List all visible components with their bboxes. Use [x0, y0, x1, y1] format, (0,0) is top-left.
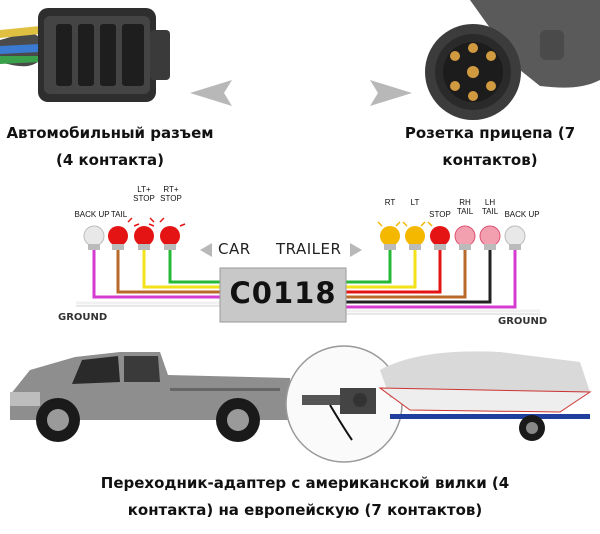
- trailer-connector-caption: Розетка прицепа (7 контактов): [404, 124, 576, 169]
- trailer-lamp-label-lt: LT: [410, 198, 420, 207]
- wire-trailer-lh-tail: [344, 248, 492, 304]
- hitch-closeup-image: [285, 345, 403, 463]
- arrow-left-icon: [190, 80, 232, 106]
- car-lamp-label-tail: TAIL: [110, 210, 128, 219]
- footer-caption: Переходник-адаптер с американской вилки …: [100, 474, 510, 519]
- trailer-7pin-socket-image: [425, 0, 600, 120]
- wire-trailer-rt: [344, 248, 392, 284]
- adapter-box: [219, 267, 347, 323]
- wire-car-tail: [116, 248, 222, 294]
- trailer-lamp-label-lh-tail: LH TAIL: [481, 198, 499, 216]
- car-lamp-label-backup: BACK UP: [74, 210, 110, 219]
- wire-trailer-stop: [344, 248, 442, 294]
- wire-car-rt-stop: [168, 248, 222, 284]
- trailer-lamps: [377, 221, 526, 250]
- car-connector-caption: Автомобильный разъем (4 контакта): [6, 124, 214, 169]
- car-lamp-label-rt-stop: RT+ STOP: [160, 185, 182, 203]
- ground-label-left: GROUND: [58, 312, 108, 323]
- car-lamps: [83, 217, 186, 250]
- ground-label-right: GROUND: [498, 316, 548, 327]
- wire-trailer-lt: [344, 248, 417, 289]
- arrow-right-icon: [370, 80, 412, 106]
- truck-image: [10, 352, 292, 442]
- car-lamp-label-lt-stop: LT+ STOP: [133, 185, 155, 203]
- trailer-lamp-label-rh-tail: RH TAIL: [456, 198, 474, 216]
- wire-trailer-backup: [344, 248, 517, 309]
- wire-trailer-rh-tail: [344, 248, 467, 299]
- car-direction-arrow-icon: [200, 243, 212, 257]
- trailer-direction-arrow-icon: [350, 243, 362, 257]
- boat-trailer-image: [378, 351, 592, 441]
- wiring-diagram: [76, 217, 540, 323]
- car-side-label: CAR: [218, 240, 251, 258]
- car-4pin-plug-image: [0, 8, 170, 102]
- trailer-lamp-label-rt: RT: [384, 198, 396, 207]
- trailer-lamp-label-backup: BACK UP: [504, 210, 540, 219]
- trailer-side-label: TRAILER: [276, 240, 342, 258]
- wire-car-lt-stop: [142, 248, 222, 289]
- adapter-code: C0118: [229, 276, 337, 310]
- trailer-lamp-label-stop: STOP: [429, 210, 451, 219]
- wire-car-backup: [92, 248, 222, 299]
